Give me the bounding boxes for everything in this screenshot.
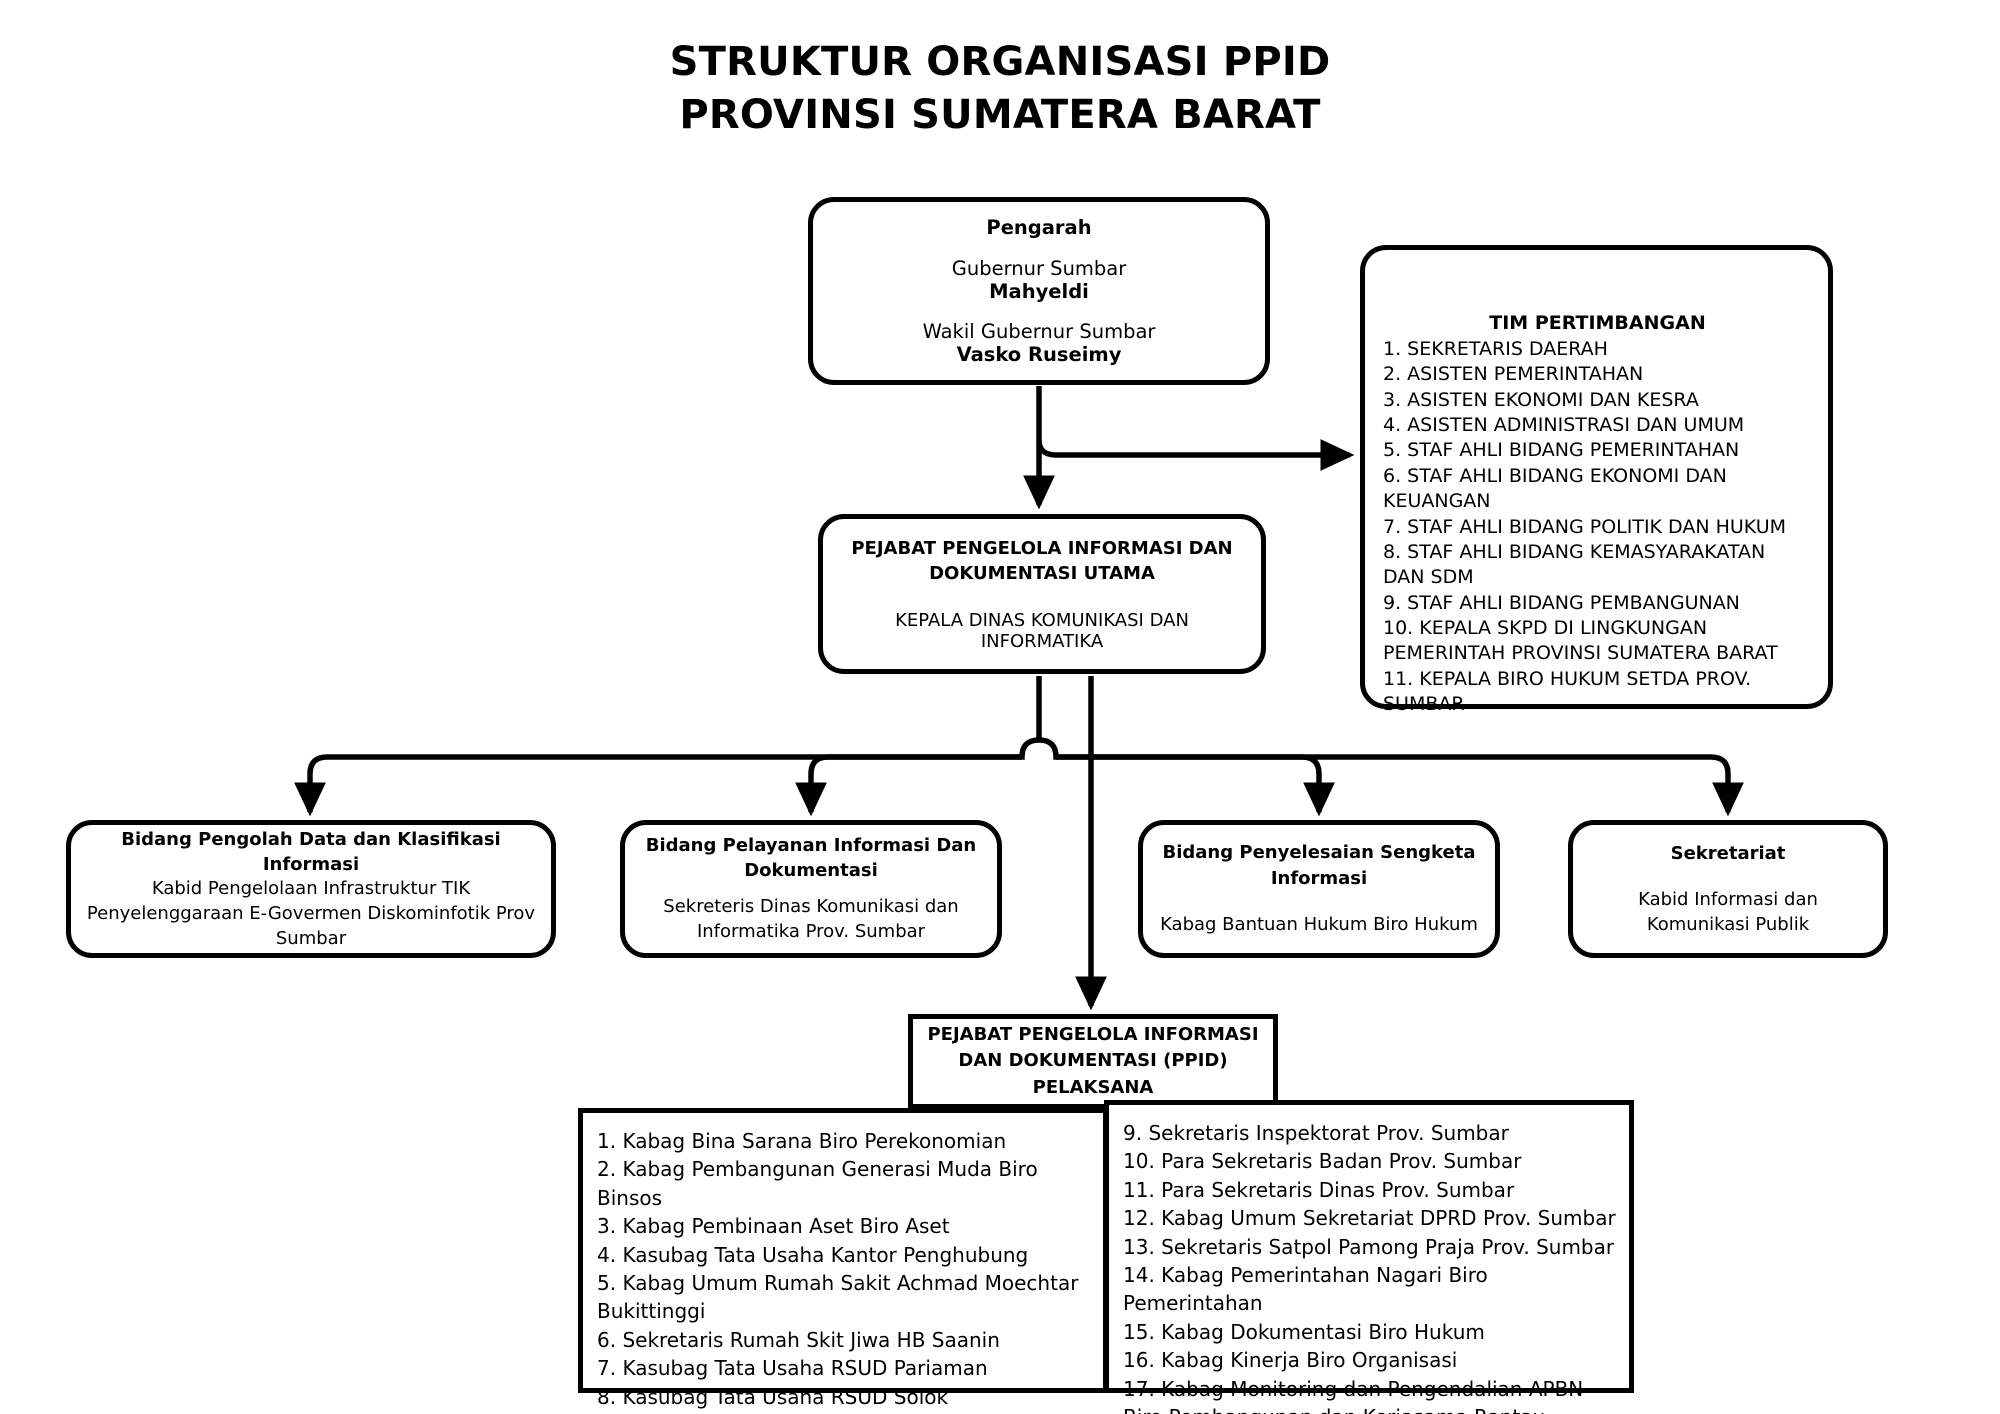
bidang-2-title: Bidang Pelayanan Informasi Dan Dokumenta… [645, 835, 977, 882]
node-ppid-utama[interactable]: PEJABAT PENGELOLA INFORMASI DAN DOKUMENT… [818, 514, 1266, 674]
page-title-line-2: PROVINSI SUMATERA BARAT [679, 91, 1321, 138]
ppid-pelaksana-items-left: 1. Kabag Bina Sarana Biro Perekonomian 2.… [597, 1127, 1091, 1411]
list-item: 6. Sekretaris Rumah Skit Jiwa HB Saanin [597, 1327, 1000, 1352]
ppid-pelaksana-items-right: 9. Sekretaris Inspektorat Prov. Sumbar 10… [1123, 1119, 1617, 1414]
ppid-pelaksana-line-1: PEJABAT PENGELOLA INFORMASI [927, 1024, 1259, 1046]
pengarah-role-2-label: Wakil Gubernur Sumbar [922, 320, 1156, 343]
list-item: 6. STAF AHLI BIDANG EKONOMI DAN KEUANGAN [1383, 464, 1727, 513]
connector-bus-to-bidang-2 [795, 754, 1022, 817]
tim-pertimbangan-list: 1. SEKRETARIS DAERAH 2. ASISTEN PEMERINTA… [1383, 337, 1812, 717]
connector-bus-to-bidang-3 [1038, 737, 1335, 817]
node-sekretariat[interactable]: Sekretariat Kabid Informasi dan Komunika… [1568, 820, 1888, 958]
node-bidang-pengolah-data[interactable]: Bidang Pengolah Data dan Klasifikasi Inf… [66, 820, 556, 958]
bidang-3-title: Bidang Penyelesaian Sengketa Informasi [1162, 842, 1476, 889]
tim-pertimbangan-heading: TIM PERTIMBANGAN [1489, 312, 1706, 334]
bidang-4-title: Sekretariat [1670, 842, 1786, 864]
list-item: 12. Kabag Umum Sekretariat DPRD Prov. Su… [1123, 1206, 1616, 1231]
list-item: 5. STAF AHLI BIDANG PEMERINTAHAN [1383, 439, 1740, 462]
ppid-pelaksana-line-2: DAN DOKUMENTASI (PPID) [958, 1050, 1228, 1072]
pengarah-role-1-label: Gubernur Sumbar [951, 256, 1127, 280]
list-item: 11. Para Sekretaris Dinas Prov. Sumbar [1123, 1177, 1515, 1202]
list-item: 11. KEPALA BIRO HUKUM SETDA PROV. SUMBAR [1383, 667, 1752, 716]
ppid-pelaksana-list-right: 9. Sekretaris Inspektorat Prov. Sumbar 10… [1104, 1100, 1634, 1414]
list-item: 8. Kasubag Tata Usaha RSUD Solok [597, 1384, 949, 1409]
node-bidang-penyelesaian-sengketa[interactable]: Bidang Penyelesaian Sengketa Informasi K… [1138, 820, 1500, 958]
list-item: 8. STAF AHLI BIDANG KEMASYARAKATAN DAN S… [1383, 540, 1766, 589]
list-item: 7. Kasubag Tata Usaha RSUD Pariaman [597, 1356, 988, 1381]
list-item: 15. Kabag Dokumentasi Biro Hukum [1123, 1319, 1485, 1344]
list-item: 7. STAF AHLI BIDANG POLITIK DAN HUKUM [1383, 515, 1787, 538]
list-item: 16. Kabag Kinerja Biro Organisasi [1123, 1348, 1458, 1373]
list-item: 4. Kasubag Tata Usaha Kantor Penghubung [597, 1242, 1029, 1267]
ppid-utama-subtitle: KEPALA DINAS KOMUNIKASI DAN INFORMATIKA [895, 610, 1189, 653]
node-ppid-pelaksana[interactable]: PEJABAT PENGELOLA INFORMASI DAN DOKUMENT… [908, 1014, 1278, 1109]
list-item: 17. Kabag Monitoring dan Pengendalian AP… [1123, 1376, 1584, 1414]
list-item: 1. Kabag Bina Sarana Biro Perekonomian [597, 1129, 1007, 1153]
list-item: 13. Sekretaris Satpol Pamong Praja Prov.… [1123, 1234, 1615, 1259]
list-item: 2. Kabag Pembangunan Generasi Muda Biro … [597, 1157, 1038, 1210]
pengarah-role-1-name: Mahyeldi [989, 279, 1089, 303]
bidang-2-subtitle: Sekreteris Dinas Komunikasi dan Informat… [663, 896, 959, 943]
list-item: 9. STAF AHLI BIDANG PEMBANGUNAN [1383, 591, 1740, 614]
list-item: 2. ASISTEN PEMERINTAHAN [1383, 363, 1644, 386]
page-title-line-1: STRUKTUR ORGANISASI PPID [669, 39, 1331, 85]
list-item: 4. ASISTEN ADMINISTRASI DAN UMUM [1383, 414, 1745, 437]
page-title: STRUKTUR ORGANISASI PPID PROVINSI SUMATE… [0, 36, 2000, 142]
bidang-4-subtitle: Kabid Informasi dan Komunikasi Publik [1638, 888, 1818, 935]
pengarah-heading: Pengarah [986, 216, 1092, 239]
bidang-1-title: Bidang Pengolah Data dan Klasifikasi Inf… [121, 828, 501, 875]
node-pengarah[interactable]: Pengarah Gubernur Sumbar Mahyeldi Wakil … [808, 197, 1270, 385]
list-item: 1. SEKRETARIS DAERAH [1383, 338, 1608, 360]
ppid-pelaksana-line-3: PELAKSANA [1032, 1076, 1154, 1098]
list-item: 10. KEPALA SKPD DI LINGKUNGAN PEMERINTAH… [1383, 616, 1778, 665]
list-item: 10. Para Sekretaris Badan Prov. Sumbar [1123, 1149, 1522, 1174]
bidang-1-subtitle: Kabid Pengelolaan Infrastruktur TIK Peny… [86, 877, 536, 949]
node-tim-pertimbangan[interactable]: TIM PERTIMBANGAN 1. SEKRETARIS DAERAH 2. … [1360, 245, 1833, 715]
list-item: 3. ASISTEN EKONOMI DAN KESRA [1383, 388, 1699, 411]
connector-bus-to-bidang-4 [1056, 754, 1744, 817]
bidang-3-subtitle: Kabag Bantuan Hukum Biro Hukum [1160, 913, 1478, 935]
list-item: 5. Kabag Umum Rumah Sakit Achmad Moechta… [597, 1270, 1079, 1324]
node-bidang-pelayanan-informasi[interactable]: Bidang Pelayanan Informasi Dan Dokumenta… [620, 820, 1002, 958]
pengarah-role-2-name: Vasko Ruseimy [956, 343, 1122, 366]
list-item: 9. Sekretaris Inspektorat Prov. Sumbar [1123, 1121, 1509, 1145]
list-item: 3. Kabag Pembinaan Aset Biro Aset [597, 1214, 950, 1239]
ppid-utama-heading: PEJABAT PENGELOLA INFORMASI DAN DOKUMENT… [851, 537, 1233, 584]
ppid-pelaksana-list-left: 1. Kabag Bina Sarana Biro Perekonomian 2.… [578, 1108, 1108, 1409]
connector-pengarah-to-tim-pertimbangan [1036, 439, 1355, 471]
connector-bus-to-bidang-1 [294, 737, 1040, 817]
list-item: 14. Kabag Pemerintahan Nagari Biro Pemer… [1123, 1262, 1488, 1316]
